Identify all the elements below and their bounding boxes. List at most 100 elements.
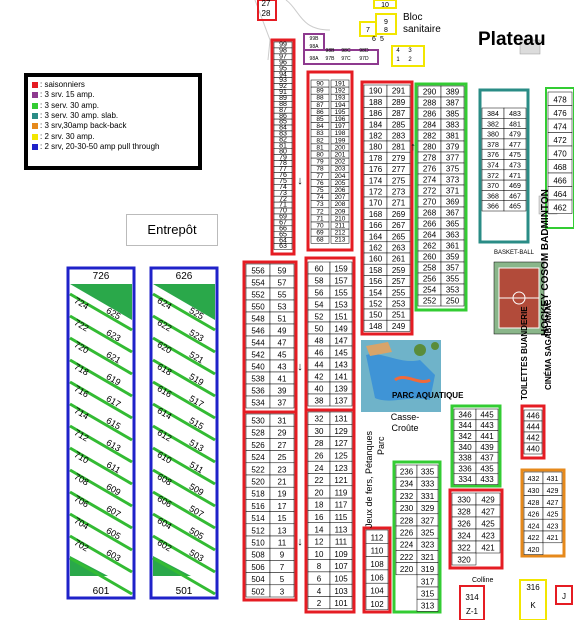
site-number: 268 (423, 209, 437, 218)
site-number: 319 (421, 565, 435, 574)
site-number: 506 (251, 563, 265, 572)
site-number: 5 (280, 575, 285, 584)
site-number: 3 (408, 48, 412, 54)
site-number: 123 (334, 464, 348, 473)
site-number: 355 (446, 275, 460, 284)
site-number: 23 (278, 465, 287, 474)
label-basket: BASKET-BALL (494, 250, 535, 256)
site-number: 65 (279, 231, 287, 238)
site-cell[interactable] (542, 530, 563, 544)
site-cell[interactable] (365, 596, 389, 611)
site-number: 330 (457, 495, 471, 504)
site-number: 82 (316, 137, 324, 144)
site-number: 327 (421, 516, 435, 525)
site-cell[interactable] (475, 540, 501, 554)
site-number: 431 (547, 476, 559, 483)
site-cell[interactable] (416, 598, 439, 612)
site-cell[interactable] (329, 393, 353, 407)
site-cell[interactable] (547, 199, 573, 214)
site-cell[interactable] (269, 395, 295, 409)
pull-through-lane (69, 512, 133, 552)
site-cell[interactable] (475, 473, 499, 485)
site-number: 432 (528, 476, 540, 483)
site-number: 340 (458, 443, 472, 452)
site-number: 363 (446, 231, 460, 240)
site-number: 26 (315, 451, 324, 460)
site-number: 40 (315, 384, 324, 393)
site-number: 478 (553, 96, 567, 105)
site-number: 41 (278, 374, 287, 383)
site-cell[interactable] (329, 596, 353, 610)
site-cell[interactable] (310, 235, 330, 244)
site-number: 70 (279, 208, 287, 215)
site-number: 338 (458, 454, 472, 463)
pull-through-lot[interactable] (149, 266, 219, 600)
site-number: 427 (547, 500, 559, 507)
site-number: 119 (335, 488, 348, 497)
site-number: 71 (316, 215, 324, 222)
block-border (448, 488, 504, 570)
legend-text: : saisonniers (40, 80, 85, 90)
legend-item: : saisonniers (32, 80, 198, 90)
site-number: 156 (369, 277, 383, 286)
site-number: 204 (335, 173, 346, 180)
site-number: 77 (279, 166, 287, 173)
legend-text: : 3 serv. 30 amp. slab. (40, 111, 119, 121)
site-number: 380 (487, 132, 499, 139)
block-border (478, 88, 530, 244)
site-number: 97B (326, 56, 336, 62)
site-cell[interactable] (503, 200, 527, 212)
site-number: 271 (392, 199, 406, 208)
site-number: 76 (279, 172, 287, 179)
site-cell[interactable] (523, 542, 544, 555)
legend-text: : 2 srv. 30 amp. (40, 131, 95, 141)
site-number: 369 (446, 198, 460, 207)
site-cell[interactable] (440, 294, 465, 307)
site-number: 361 (446, 242, 460, 251)
site-cell[interactable] (273, 243, 293, 250)
site-number: 281 (392, 143, 406, 152)
pull-through-lane (152, 424, 216, 464)
site-number: 193 (335, 95, 346, 102)
pull-through-lane (152, 358, 216, 398)
site-number: 249 (392, 322, 406, 331)
site-number: 441 (480, 432, 494, 441)
site-number: 201 (335, 152, 346, 159)
site-number: 73 (279, 190, 287, 197)
legend-text: : 3 srv,30amp back-back (40, 121, 127, 131)
site-number: 443 (480, 421, 494, 430)
site-number: 147 (334, 336, 348, 345)
label-jeux: Jeux de fers, Pétanques (364, 430, 374, 528)
site-number: 32 (315, 415, 324, 424)
site-number: 270 (423, 198, 437, 207)
pull-through-top-number: 726 (93, 271, 110, 282)
site-number: 151 (334, 312, 348, 321)
site-number: 80 (316, 152, 324, 159)
site-number: 534 (251, 398, 265, 407)
site-number: 212 (335, 230, 346, 237)
site-number: 47 (278, 338, 287, 347)
green-wedge (70, 556, 108, 576)
site-cell[interactable] (269, 584, 295, 598)
site-cell[interactable] (386, 319, 411, 332)
site-number: 166 (369, 221, 383, 230)
pull-through-lot[interactable] (66, 266, 136, 600)
site-number: 79 (316, 159, 324, 166)
site-number: 433 (480, 475, 494, 484)
site-number: 7 (280, 563, 285, 572)
site-number: 359 (446, 253, 460, 262)
label-toilettes: TOILETTES BUANDERIE (520, 306, 529, 400)
site-number: 195 (335, 109, 346, 116)
site-number: 80 (279, 148, 287, 155)
site-number: 54 (315, 300, 324, 309)
site-number: 213 (335, 237, 346, 244)
site-number: 375 (446, 165, 460, 174)
site-cell[interactable] (330, 235, 350, 244)
site-number: 540 (251, 362, 265, 371)
site-number: 9 (384, 19, 388, 26)
site-cell[interactable] (523, 442, 543, 455)
site-number: 88 (279, 101, 287, 108)
site-number: 548 (251, 314, 265, 323)
site-cell[interactable] (451, 552, 477, 566)
site-number: 510 (251, 539, 265, 548)
